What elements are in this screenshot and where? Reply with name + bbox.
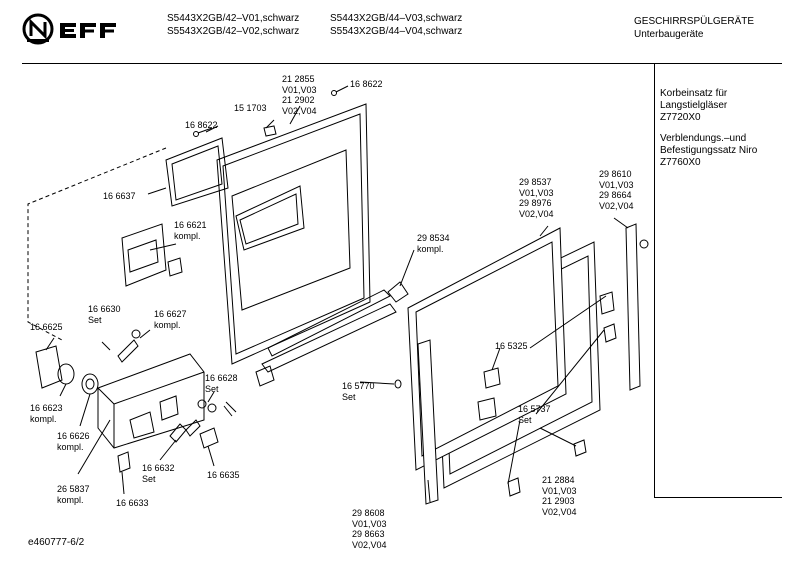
part-label-21-2884: 21 2884 V01,V03 21 2903 V02,V04 — [542, 475, 577, 517]
part-label-29-8610: 29 8610 V01,V03 29 8664 V02,V04 — [599, 169, 634, 211]
header-rule — [22, 63, 782, 64]
document-id: e460777-6/2 — [28, 537, 85, 548]
part-label-16-8622-top: 16 8622 — [350, 79, 383, 89]
part-label-16-6621: 16 6621 kompl. — [174, 220, 207, 241]
neff-logo — [22, 12, 120, 48]
sidebar-bottom-rule — [654, 497, 782, 498]
part-label-16-6627: 16 6627 kompl. — [154, 309, 187, 330]
part-label-29-8608: 29 8608 V01,V03 29 8663 V02,V04 — [352, 508, 387, 550]
part-label-16-6635: 16 6635 — [207, 470, 240, 480]
part-label-16-5770: 16 5770 Set — [342, 381, 375, 402]
part-label-16-6630: 16 6630 Set — [88, 304, 121, 325]
neff-logo-mark — [22, 13, 116, 45]
part-label-16-6637: 16 6637 — [103, 191, 136, 201]
part-label-21-2855: 21 2855 V01,V03 21 2902 V02,V04 — [282, 74, 317, 116]
models-list-2: S5443X2GB/44–V03,schwarz S5543X2GB/44–V0… — [330, 13, 463, 37]
part-label-16-5737: 16 5737 Set — [518, 404, 551, 425]
part-label-29-8534: 29 8534 kompl. — [417, 233, 450, 254]
sidebar-divider — [654, 63, 655, 498]
part-label-16-6628: 16 6628 Set — [205, 373, 238, 394]
accessory-panel-kit: Verblendungs.–und Befestigungssatz Niro … — [660, 133, 758, 168]
part-label-16-8622-left: 16 8622 — [185, 120, 218, 130]
part-label-16-6625: 16 6625 — [30, 322, 63, 332]
part-label-15-1703: 15 1703 — [234, 103, 267, 113]
part-label-16-6633: 16 6633 — [116, 498, 149, 508]
part-label-26-5837: 26 5837 kompl. — [57, 484, 90, 505]
models-list-1: S5443X2GB/42–V01,schwarz S5543X2GB/42–V0… — [167, 13, 300, 37]
part-label-16-6623: 16 6623 kompl. — [30, 403, 63, 424]
part-label-16-6632: 16 6632 Set — [142, 463, 175, 484]
part-label-29-8537: 29 8537 V01,V03 29 8976 V02,V04 — [519, 177, 554, 219]
part-label-16-5325: 16 5325 — [495, 341, 528, 351]
part-label-16-6626: 16 6626 kompl. — [57, 431, 90, 452]
category-title: GESCHIRRSPÜLGERÄTE Unterbaugeräte — [634, 16, 755, 40]
accessory-glass-basket: Korbeinsatz für Langstielgläser Z7720X0 — [660, 88, 728, 123]
